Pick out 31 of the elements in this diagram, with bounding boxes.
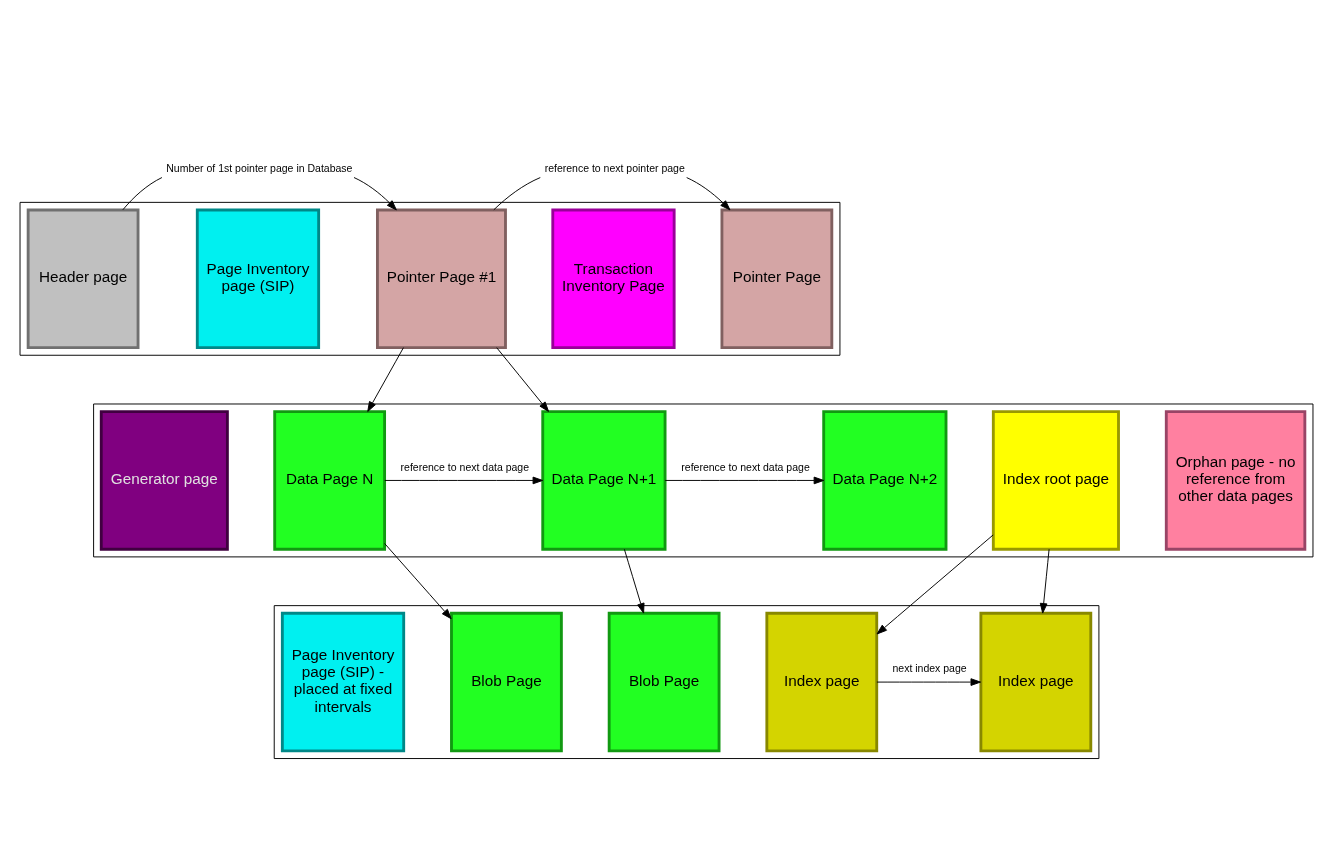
node-box: Index root page — [991, 409, 1120, 551]
node-box: Header page — [26, 208, 140, 349]
node-box: Page Inventory page (SIP) — [195, 208, 321, 349]
node-box: Index page — [765, 611, 879, 752]
edge-label: next index page — [892, 661, 967, 674]
node-box: Orphan page - no reference from other data pages — [1164, 409, 1307, 551]
arrow — [664, 476, 825, 484]
edge-label: reference to next data page — [400, 460, 530, 473]
node-box: Transaction Inventory Page — [551, 208, 676, 349]
node-box: Blob Page — [450, 611, 563, 752]
arrow — [384, 476, 544, 484]
arrow — [876, 533, 994, 634]
arrow — [623, 548, 645, 614]
edge-label: Number of 1st pointer page in Database — [166, 161, 353, 174]
node-box: Data Page N — [273, 409, 387, 551]
node-box: Pointer Page #1 — [376, 208, 507, 349]
node-box: Blob Page — [607, 611, 721, 752]
edge-label: reference to next data page — [681, 460, 810, 473]
cluster — [93, 403, 1314, 557]
arrow — [496, 346, 550, 412]
node-box: Data Page N+2 — [822, 409, 948, 551]
node-box: Pointer Page — [720, 208, 834, 349]
node-box: Generator page — [99, 409, 229, 551]
arrow — [876, 677, 981, 686]
arrow — [384, 542, 452, 619]
node-box: Index page — [979, 611, 1093, 752]
node-box: Data Page N+1 — [541, 409, 667, 551]
edge-label: reference to next pointer page — [544, 161, 685, 174]
arrow — [367, 346, 404, 412]
node-box: Page Inventory page (SIP) - placed at fixed intervals — [280, 611, 406, 752]
arrow — [1039, 548, 1050, 614]
